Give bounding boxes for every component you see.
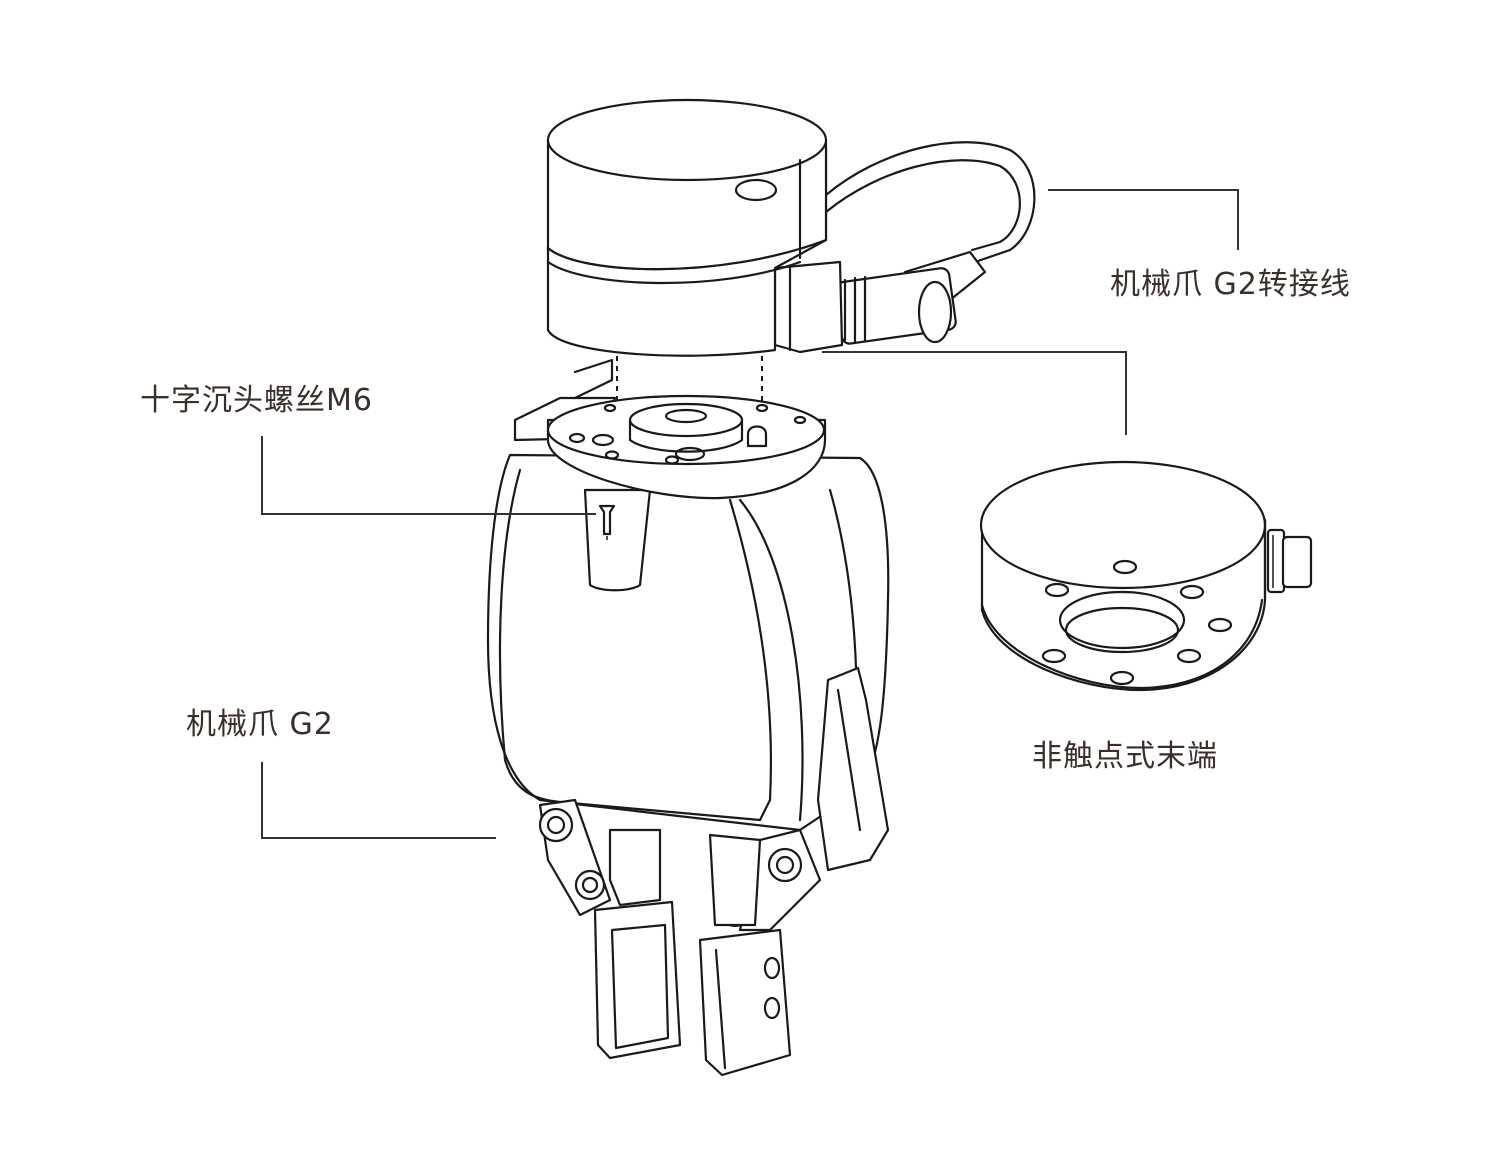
screw-icon [598,504,616,540]
label-countersunk-screw: 十字沉头螺丝M6 [140,383,373,418]
adapter-module [546,98,1036,455]
non-contact-end-ring [979,460,1313,692]
gripper-g2 [486,358,890,1077]
leader-screw [261,436,596,515]
leader-ring [822,351,1127,435]
label-non-contact-end: 非触点式末端 [1032,739,1218,774]
leader-gripper [261,762,496,839]
leader-cable [1048,189,1239,250]
label-gripper-g2: 机械爪 G2 [186,707,334,742]
label-adapter-cable: 机械爪 G2转接线 [1110,267,1351,302]
